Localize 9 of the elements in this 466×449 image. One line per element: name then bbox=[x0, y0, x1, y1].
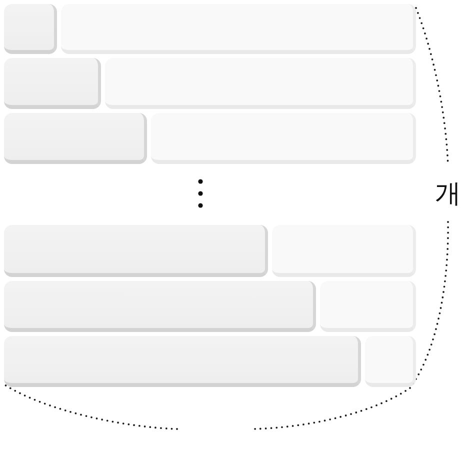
rounded-block bbox=[365, 336, 416, 387]
rounded-block bbox=[61, 4, 416, 54]
rounded-block bbox=[4, 4, 57, 54]
rounded-block bbox=[4, 281, 316, 332]
rounded-block bbox=[4, 58, 101, 109]
rounded-block bbox=[4, 225, 268, 277]
rounded-block bbox=[4, 113, 147, 164]
count-label: 개 bbox=[435, 179, 461, 209]
rounded-block bbox=[4, 336, 361, 387]
